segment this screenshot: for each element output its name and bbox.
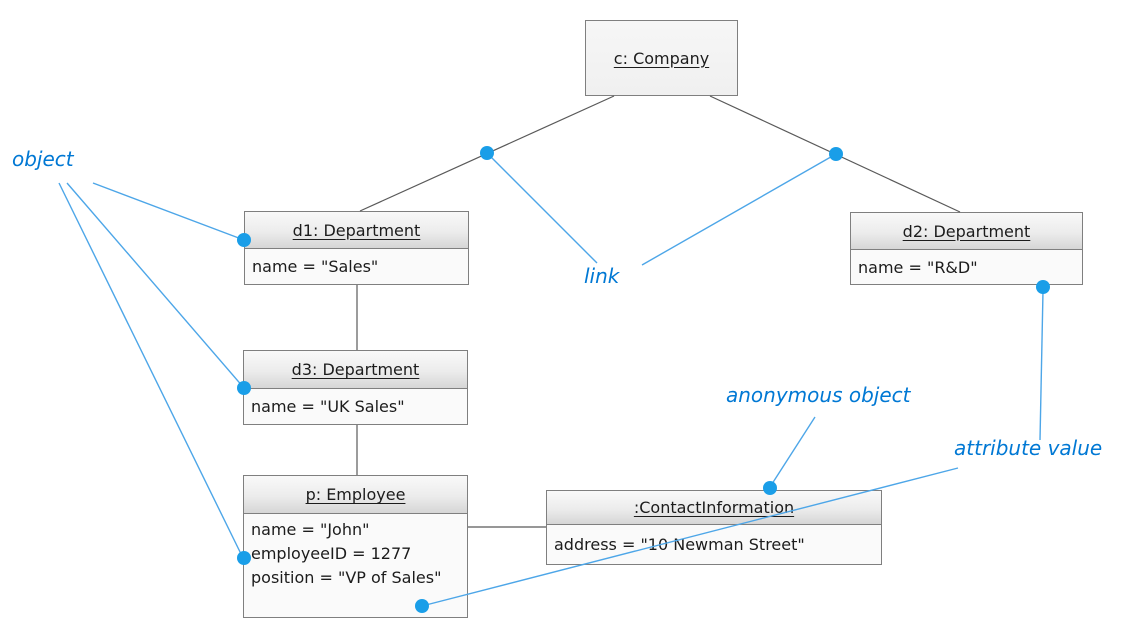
object-box-d2-department[interactable]: d2: Department name = "R&D": [850, 212, 1083, 285]
link-company-d1: [359, 95, 615, 212]
annotation-attribute-value[interactable]: attribute value: [954, 436, 1103, 460]
annotation-link[interactable]: link: [584, 264, 620, 288]
object-box-d1-department[interactable]: d1: Department name = "Sales": [244, 211, 469, 285]
object-attributes-d2: name = "R&D": [851, 250, 1082, 285]
attribute-d1-name: name = "Sales": [252, 257, 379, 276]
object-name-p: p: Employee: [305, 485, 406, 504]
callout-object-to-p: [58, 182, 244, 559]
attribute-d2-name: name = "R&D": [858, 257, 978, 277]
attribute-d3-name: name = "UK Sales": [251, 397, 405, 416]
callout-link-right: [641, 153, 837, 266]
object-box-contact-information[interactable]: :ContactInformation address = "10 Newman…: [546, 490, 882, 565]
object-attributes-d1: name = "Sales": [245, 249, 468, 285]
object-box-company[interactable]: c: Company: [585, 20, 738, 96]
annotation-anonymous-object[interactable]: anonymous object: [726, 383, 911, 407]
object-box-d3-department[interactable]: d3: Department name = "UK Sales": [243, 350, 468, 425]
attribute-p-employee-id: employeeID = 1277: [251, 544, 412, 563]
callout-anonymous-to-contact: [769, 416, 816, 488]
object-attributes-d3: name = "UK Sales": [244, 389, 467, 425]
callout-link-left: [486, 152, 598, 264]
object-box-p-employee[interactable]: p: Employee name = "John" employeeID = 1…: [243, 475, 468, 618]
object-name-d3: d3: Department: [291, 360, 420, 379]
object-name-d2: d2: Department: [902, 221, 1031, 241]
connector-dot-link-left: [480, 146, 494, 160]
attribute-p-name: name = "John": [251, 520, 370, 539]
object-header-contact: :ContactInformation: [547, 491, 881, 525]
object-name-company: c: Company: [613, 48, 710, 68]
annotation-object[interactable]: object: [12, 147, 74, 171]
link-company-d2: [709, 95, 961, 213]
object-header-d3: d3: Department: [244, 351, 467, 389]
object-attributes-contact: address = "10 Newman Street": [547, 525, 881, 564]
object-name-d1: d1: Department: [292, 220, 421, 240]
attribute-contact-address: address = "10 Newman Street": [554, 534, 805, 554]
attribute-p-position: position = "VP of Sales": [251, 568, 442, 587]
connector-dot-link-right: [829, 147, 843, 161]
callout-attribute-value-to-d2: [1039, 290, 1044, 441]
callout-object-to-d1: [92, 182, 245, 241]
object-header-d1: d1: Department: [245, 212, 468, 249]
object-header-d2: d2: Department: [851, 213, 1082, 250]
object-attributes-p: name = "John" employeeID = 1277 position…: [244, 514, 467, 618]
callout-object-to-d3: [66, 182, 245, 389]
object-name-contact: :ContactInformation: [633, 498, 795, 517]
object-header-p: p: Employee: [244, 476, 467, 514]
